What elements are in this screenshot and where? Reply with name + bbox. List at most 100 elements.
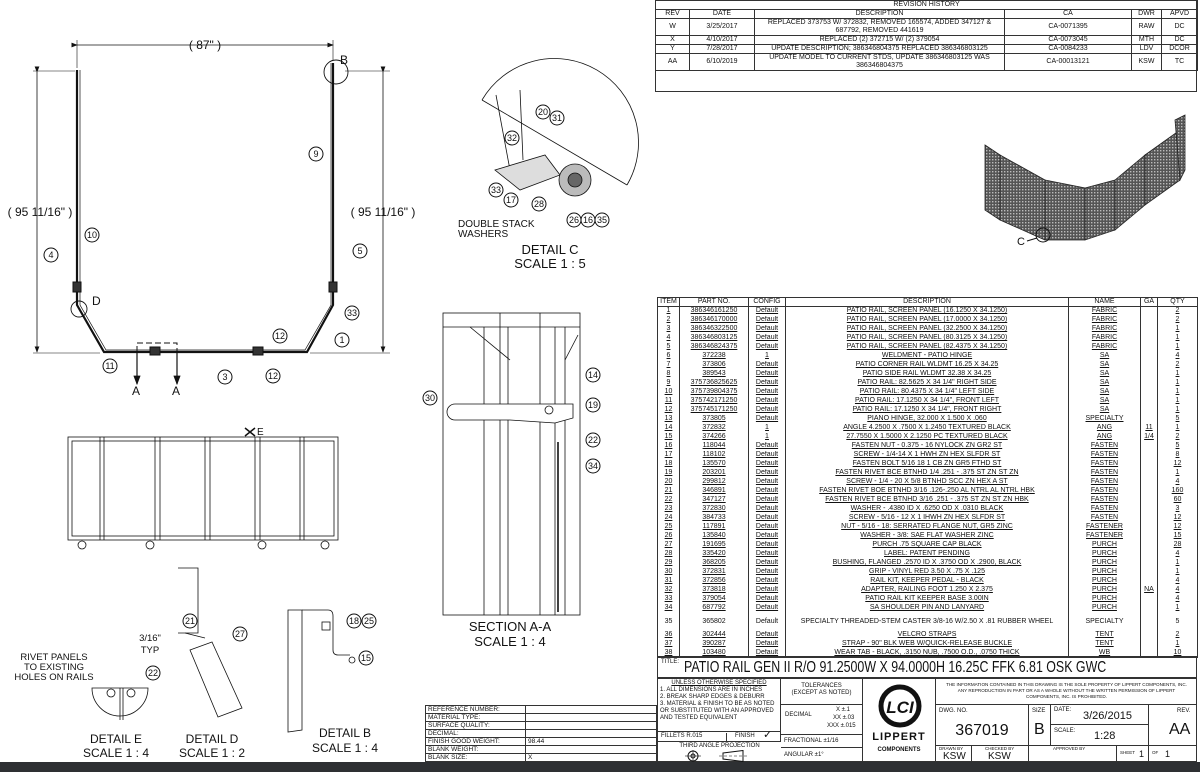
- bom-cell: FABRIC: [1068, 324, 1141, 334]
- material-row: BLANK SIZE:X: [426, 754, 656, 762]
- bom-cell: 26: [657, 531, 680, 541]
- revision-cell: 6/10/2019: [689, 53, 755, 71]
- bom-cell: ANG: [1068, 423, 1141, 433]
- section-scale: SCALE 1 : 4: [474, 634, 546, 649]
- bom-cell: 2: [1157, 360, 1198, 370]
- viewer-bottom-bar: [0, 762, 1200, 772]
- svg-text:20: 20: [538, 107, 548, 117]
- svg-text:17: 17: [506, 195, 516, 205]
- bom-cell: ANG: [1068, 432, 1141, 442]
- bom-cell: 1: [1157, 333, 1198, 343]
- bom-cell: PURCH: [1068, 558, 1141, 568]
- revision-cell: CA-0071395: [1004, 18, 1132, 36]
- bom-cell: 2: [657, 315, 680, 325]
- svg-text:33: 33: [491, 185, 501, 195]
- bom-cell: FASTEN: [1068, 486, 1141, 496]
- svg-text:12: 12: [268, 371, 278, 381]
- bom-cell: PATIO SIDE RAIL WLDMT 32.38 X 34.25: [785, 369, 1069, 379]
- bom-cell: 3: [1157, 504, 1198, 514]
- bom-cell: Default: [748, 306, 786, 316]
- bom-cell: 28: [657, 549, 680, 559]
- bom-cell: Default: [748, 486, 786, 496]
- bom-cell: [1140, 558, 1158, 568]
- bom-cell: SPECIALTY: [1068, 612, 1141, 631]
- bom-cell: Default: [748, 378, 786, 388]
- bom-cell: 1: [748, 351, 786, 361]
- bom-cell: 1: [657, 306, 680, 316]
- bom-cell: WASHER - 3/8: SAE FLAT WASHER ZINC: [785, 531, 1069, 541]
- bom-cell: PURCH .75 SQUARE CAP BLACK: [785, 540, 1069, 550]
- bom-cell: FABRIC: [1068, 342, 1141, 352]
- bom-cell: FASTENER: [1068, 522, 1141, 532]
- bom-cell: [1140, 531, 1158, 541]
- bom-cell: SA: [1068, 369, 1141, 379]
- material-row: SURFACE QUALITY:: [426, 722, 656, 730]
- bom-cell: Default: [748, 504, 786, 514]
- drawing-scale: 1:28: [1094, 730, 1116, 742]
- svg-text:3: 3: [222, 372, 227, 382]
- bom-cell: STRAP - 90" BLK WEB W/QUICK-RELEASE BUCK…: [785, 639, 1069, 649]
- bom-cell: 15: [1157, 531, 1198, 541]
- third-angle-projection-icon: [685, 750, 749, 762]
- revision-cell: UPDATE DESCRIPTION; 386346804375 REPLACE…: [754, 44, 1005, 54]
- bom-cell: 373805: [679, 414, 749, 424]
- bom-cell: 14: [657, 423, 680, 433]
- bom-cell: 36: [657, 630, 680, 640]
- revision-cell: Y: [655, 44, 690, 54]
- balloon: 10: [84, 227, 100, 243]
- bom-cell: 372238: [679, 351, 749, 361]
- bom-cell: FASTEN NUT - 0.375 - 16 NYLOCK ZN GR2 ST: [785, 441, 1069, 451]
- bom-cell: [1140, 477, 1158, 487]
- bom-cell: FASTEN: [1068, 495, 1141, 505]
- bom-cell: SCREW - 1/4-14 X 1 HWH ZN HEX SLFDR ST: [785, 450, 1069, 460]
- bom-cell: Default: [748, 360, 786, 370]
- revision-cell: W: [655, 18, 690, 36]
- bom-cell: 1: [1157, 567, 1198, 577]
- balloon: 4: [43, 247, 59, 263]
- bom-cell: [1140, 414, 1158, 424]
- bom-cell: Default: [748, 441, 786, 451]
- bom-cell: 29: [657, 558, 680, 568]
- bom-cell: 10: [657, 387, 680, 397]
- detail-e-balloon: 22: [145, 665, 161, 681]
- bom-cell: FASTEN: [1068, 468, 1141, 478]
- bom-cell: 1: [1157, 369, 1198, 379]
- bom-cell: 8: [1157, 450, 1198, 460]
- bom-cell: 24: [657, 513, 680, 523]
- revision-cell: RAW: [1131, 18, 1162, 36]
- svg-text:31: 31: [552, 113, 562, 123]
- bom-cell: [1140, 459, 1158, 469]
- bom-cell: Default: [748, 333, 786, 343]
- svg-text:18: 18: [349, 616, 359, 626]
- bom-cell: PURCH: [1068, 540, 1141, 550]
- double-stack-note: WASHERS: [458, 229, 509, 240]
- bom-cell: 10: [1157, 648, 1198, 658]
- svg-text:25: 25: [364, 616, 374, 626]
- svg-text:10: 10: [87, 230, 97, 240]
- bom-cell: 32: [657, 585, 680, 595]
- bom-cell: TENT: [1068, 630, 1141, 640]
- svg-text:34: 34: [588, 461, 598, 471]
- bom-cell: [1140, 504, 1158, 514]
- bom-cell: WELDMENT - PATIO HINGE: [785, 351, 1069, 361]
- bom-cell: FASTEN: [1068, 450, 1141, 460]
- bom-cell: 12: [1157, 459, 1198, 469]
- plan-view: [33, 40, 390, 386]
- bom-cell: 5: [657, 342, 680, 352]
- detail-d-scale: SCALE 1 : 2: [179, 746, 245, 760]
- bom-cell: PURCH: [1068, 576, 1141, 586]
- double-stack-note: DOUBLE STACK: [458, 219, 535, 230]
- bom-cell: 118044: [679, 441, 749, 451]
- bom-cell: Default: [748, 594, 786, 604]
- balloon: 33: [344, 305, 360, 321]
- balloon: 5: [352, 243, 368, 259]
